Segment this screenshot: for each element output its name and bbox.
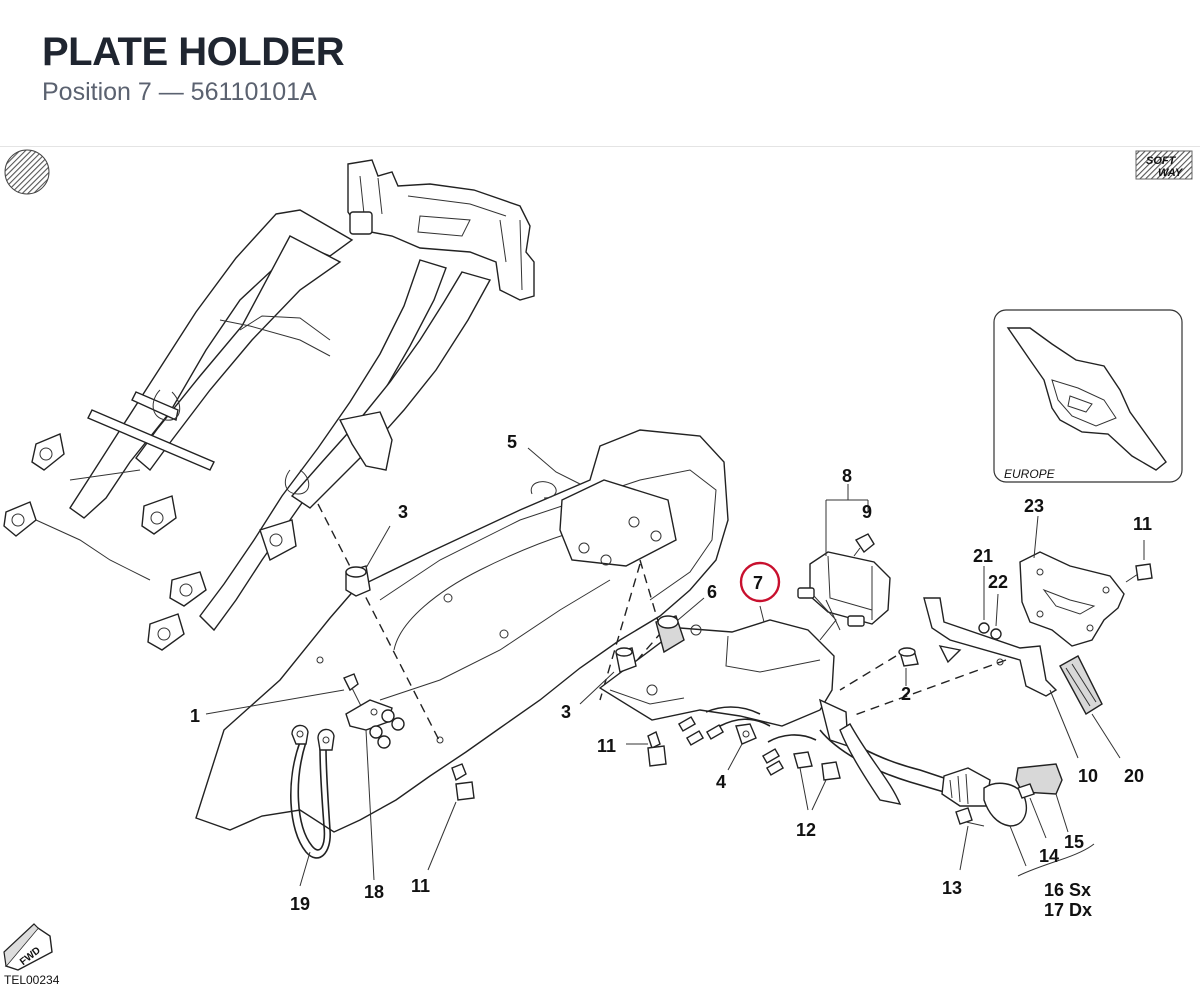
exploded-parts-diagram: SOFT WAY	[3, 149, 1193, 987]
page-subtitle: Position 7 — 56110101A	[42, 78, 317, 106]
callout-6: 6	[707, 582, 717, 602]
ducati-logo-icon	[4, 149, 50, 195]
forward-arrow-icon: FWD	[3, 923, 53, 971]
light-support-bar-part-10	[923, 597, 1058, 697]
callout-5: 5	[507, 432, 517, 452]
softway-logo-text-soft: SOFT	[1146, 155, 1177, 167]
rear-subframe	[3, 159, 535, 651]
header: PLATE HOLDER Position 7 — 56110101A	[0, 0, 1200, 147]
callout-23: 23	[1024, 496, 1044, 516]
ground-strap-part-19	[290, 724, 335, 859]
europe-inset-label: EUROPE	[1004, 467, 1056, 481]
callout-2: 2	[901, 684, 911, 704]
wiring-harness	[677, 698, 951, 805]
callout-18: 18	[364, 882, 384, 902]
mount-eyelets	[3, 433, 297, 651]
screw-part-9	[853, 533, 875, 557]
callout-4: 4	[716, 772, 726, 792]
callout-8: 8	[842, 466, 852, 486]
plate-holder-part-7	[598, 619, 835, 727]
callout-1: 1	[190, 706, 200, 726]
callout-19: 19	[290, 894, 310, 914]
softway-logo-text-way: WAY	[1158, 167, 1184, 179]
callout-13: 13	[942, 878, 962, 898]
softway-logo: SOFT WAY	[1135, 150, 1193, 180]
callout-14: 14	[1039, 846, 1059, 866]
callout-15: 15	[1064, 832, 1084, 852]
callout-11a: 11	[1133, 514, 1152, 534]
leader-lines	[205, 447, 1145, 887]
fastener-parts	[343, 563, 1153, 827]
callout-16: 16 Sx	[1044, 880, 1091, 900]
plate-mount-part-23	[1019, 551, 1125, 647]
callout-21: 21	[973, 546, 993, 566]
reflector-part-20	[1059, 655, 1103, 715]
callout-7: 7	[753, 573, 763, 593]
callout-20: 20	[1124, 766, 1144, 786]
callout-12: 12	[796, 820, 816, 840]
callout-labels: 1 2 3 3 4 5 6 7 8 9 10 11 11 11 12 13 14…	[190, 432, 1152, 920]
europe-inset: EUROPE	[993, 309, 1183, 483]
callout-3a: 3	[398, 502, 408, 522]
turn-signal-part-16-17	[941, 763, 1063, 827]
callout-11c: 11	[411, 876, 430, 896]
control-unit-part-8	[797, 551, 891, 641]
callout-10: 10	[1078, 766, 1098, 786]
callout-11b: 11	[597, 736, 616, 756]
callout-22: 22	[988, 572, 1008, 592]
drawing-code: TEL00234	[4, 973, 60, 987]
page-title: PLATE HOLDER	[42, 30, 345, 74]
callout-17: 17 Dx	[1044, 900, 1092, 920]
callout-3b: 3	[561, 702, 571, 722]
highlight-marker	[739, 561, 781, 603]
callout-9: 9	[862, 502, 872, 522]
